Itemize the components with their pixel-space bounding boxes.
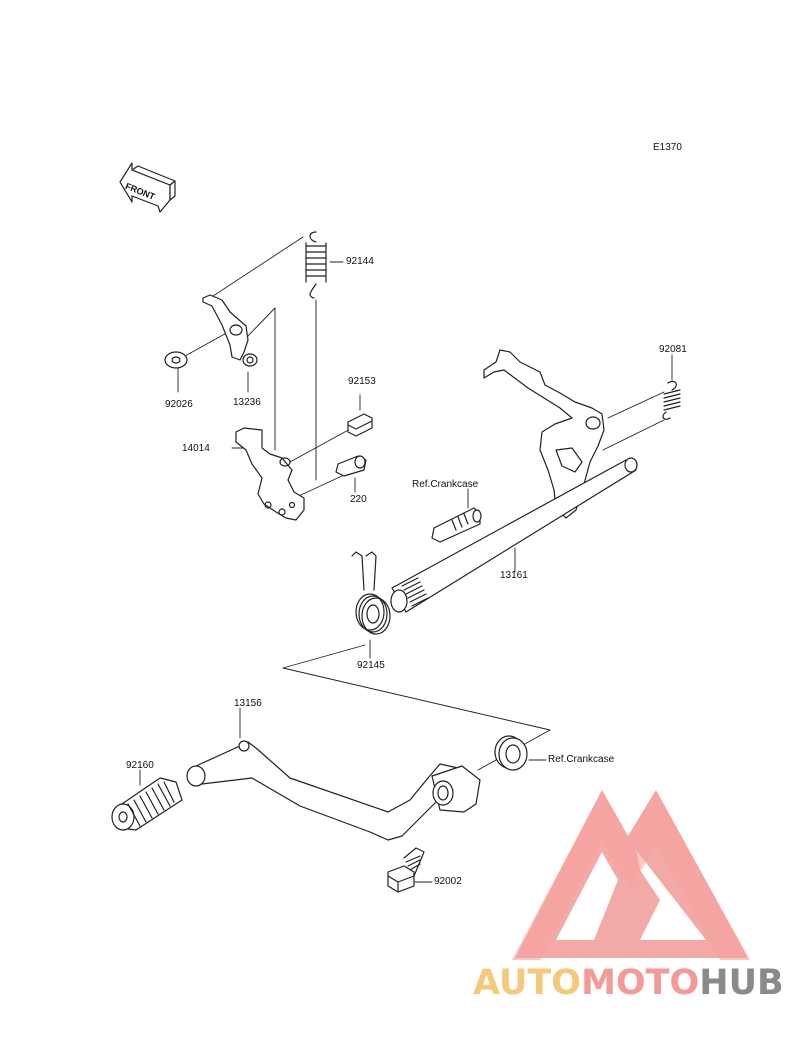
rubber-92160 (111, 777, 183, 831)
part-label-13236[interactable]: 13236 (233, 397, 261, 408)
part-label-13161[interactable]: 13161 (500, 570, 528, 581)
shift-plate (483, 349, 605, 519)
spring-92144 (305, 231, 327, 299)
shift-shaft-13161 (390, 457, 638, 613)
watermark-brand: AUTOMOTOHUB (473, 963, 784, 1003)
part-label-92153[interactable]: 92153 (348, 376, 376, 387)
brand-hub: HUB (699, 963, 784, 1003)
crankcase-stud (431, 507, 482, 543)
watermark-logo-icon (512, 790, 750, 960)
bolt-92002 (387, 847, 425, 893)
part-label-92026[interactable]: 92026 (165, 399, 193, 410)
part-label-14014[interactable]: 14014 (182, 443, 210, 454)
ref-crankcase-lower[interactable]: Ref.Crankcase (548, 754, 615, 765)
brand-auto: AUTO (473, 963, 582, 1003)
shift-pedal-13156 (186, 740, 481, 841)
part-label-13156[interactable]: 13156 (234, 698, 262, 709)
shift-arm-13236 (202, 294, 258, 367)
spring-92081 (662, 380, 681, 420)
part-label-92160[interactable]: 92160 (126, 760, 154, 771)
washer-92026 (164, 351, 188, 369)
part-label-92144[interactable]: 92144 (346, 256, 374, 267)
diagram-code: E1370 (653, 142, 682, 153)
front-arrow-icon (119, 162, 176, 213)
shift-drum-14014 (235, 427, 305, 521)
bolt-92153 (347, 413, 373, 437)
ref-crankcase-upper[interactable]: Ref.Crankcase (412, 479, 479, 490)
leader-lines (139, 236, 673, 883)
brand-moto: MOTO (581, 963, 700, 1003)
part-label-92081[interactable]: 92081 (659, 344, 687, 355)
part-label-92145[interactable]: 92145 (357, 660, 385, 671)
part-label-92002[interactable]: 92002 (434, 876, 462, 887)
spring-92145 (351, 551, 391, 635)
washer-crankcase (494, 735, 528, 771)
part-label-220[interactable]: 220 (350, 494, 367, 505)
pin-220 (335, 455, 367, 477)
